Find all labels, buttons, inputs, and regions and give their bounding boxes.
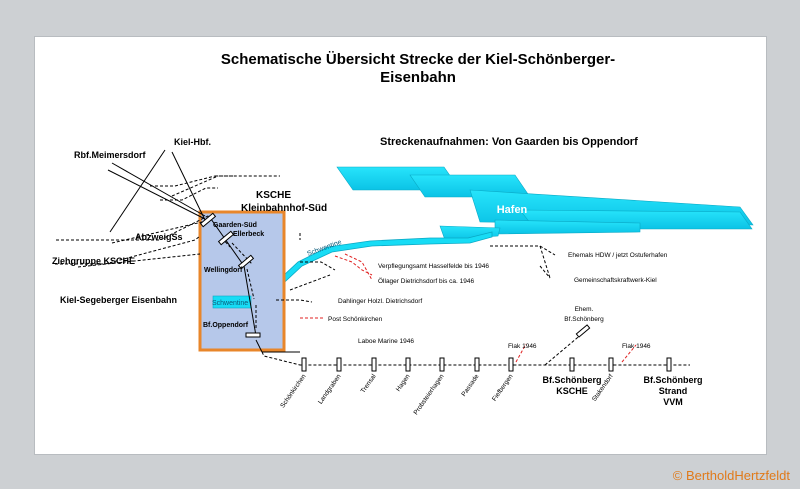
label-wellingdorf: Wellingdorf: [204, 267, 243, 274]
station-label-5: Passade: [460, 373, 480, 398]
copyright-notice: © BertholdHertzfeldt: [672, 468, 790, 483]
subtitle: Streckenaufnahmen: Von Gaarden bis Oppen…: [380, 136, 638, 148]
station-label-0: Schönkirchen: [279, 373, 308, 410]
schwentine-river: [261, 231, 493, 303]
label-strand-3: VVM: [663, 397, 683, 407]
label-flak-2: Flak 1946: [622, 343, 651, 350]
label-kiel-segeberger: Kiel-Segeberger Eisenbahn: [60, 295, 177, 305]
label-kleinbahnhof-2: Kleinbahnhof-Süd: [241, 203, 327, 214]
title-line-2: Eisenbahn: [380, 69, 456, 86]
main-tracks: [107, 149, 300, 353]
label-abzweig: AbzweigSs: [135, 232, 183, 242]
line-station-bars: [301, 324, 672, 372]
diagram-paper: [34, 36, 767, 455]
label-bf-schoenberg-2: KSCHE: [556, 386, 588, 396]
label-strand-1: Bf.Schönberg: [643, 375, 702, 385]
label-flak-1: Flak 1946: [508, 343, 537, 350]
label-kleinbahnhof-1: KSCHE: [256, 190, 291, 201]
label-oellager: Öllager Dietrichsdorf bis ca. 1946: [378, 277, 474, 285]
station-label-4: Probsteierhagen: [413, 373, 446, 416]
label-strand-2: Strand: [659, 386, 688, 396]
label-gemeinschaft: Gemeinschaftskraftwerk-Kiel: [574, 277, 657, 284]
label-rbf-meimersdorf: Rbf.Meimersdorf: [74, 150, 147, 160]
dashed-tracks: [55, 175, 690, 366]
label-bf-schoenberg-1: Bf.Schönberg: [542, 375, 601, 385]
label-verpflegungsamt: Verpflegungsamt Hasselfelde bis 1946: [378, 263, 489, 270]
hafen-label: Hafen: [497, 204, 528, 216]
label-ziehgruppe: Ziehgruppe KSCHE: [52, 256, 135, 266]
station-label-2: Trensal: [360, 373, 378, 395]
label-laboe: Laboe Marine 1946: [358, 338, 414, 345]
label-ellerbeck: Ellerbeck: [233, 231, 264, 238]
label-hdw: Ehemals HDW / jetzt Ostuferhafen: [568, 252, 668, 259]
station-area-box: [198, 210, 286, 352]
harbour-water: [336, 166, 754, 241]
label-ehem-1: Ehem.: [575, 306, 594, 313]
box-station-bars: [199, 212, 261, 338]
label-kiel-hbf: Kiel-Hbf.: [174, 137, 211, 147]
station-label-6: Fiefbergen: [491, 373, 515, 403]
label-bf-oppendorf: Bf.Oppendorf: [203, 322, 249, 329]
label-dahlinger: Dahlinger Holzl. Dietrichsdorf: [338, 298, 422, 305]
label-gaarden-sued: Gaarden-Süd: [213, 222, 257, 229]
station-label-3: Hagen: [395, 373, 412, 393]
label-ehem-2: Bf.Schönberg: [564, 316, 604, 323]
station-label-1: Landgraben: [317, 373, 343, 406]
red-spurs: [300, 253, 637, 363]
title-line-1: Schematische Übersicht Strecke der Kiel-…: [221, 51, 615, 68]
schwentine-pool: [212, 295, 252, 309]
label-post: Post Schönkirchen: [328, 316, 383, 323]
label-schwentine-box: Schwentine: [212, 300, 248, 307]
